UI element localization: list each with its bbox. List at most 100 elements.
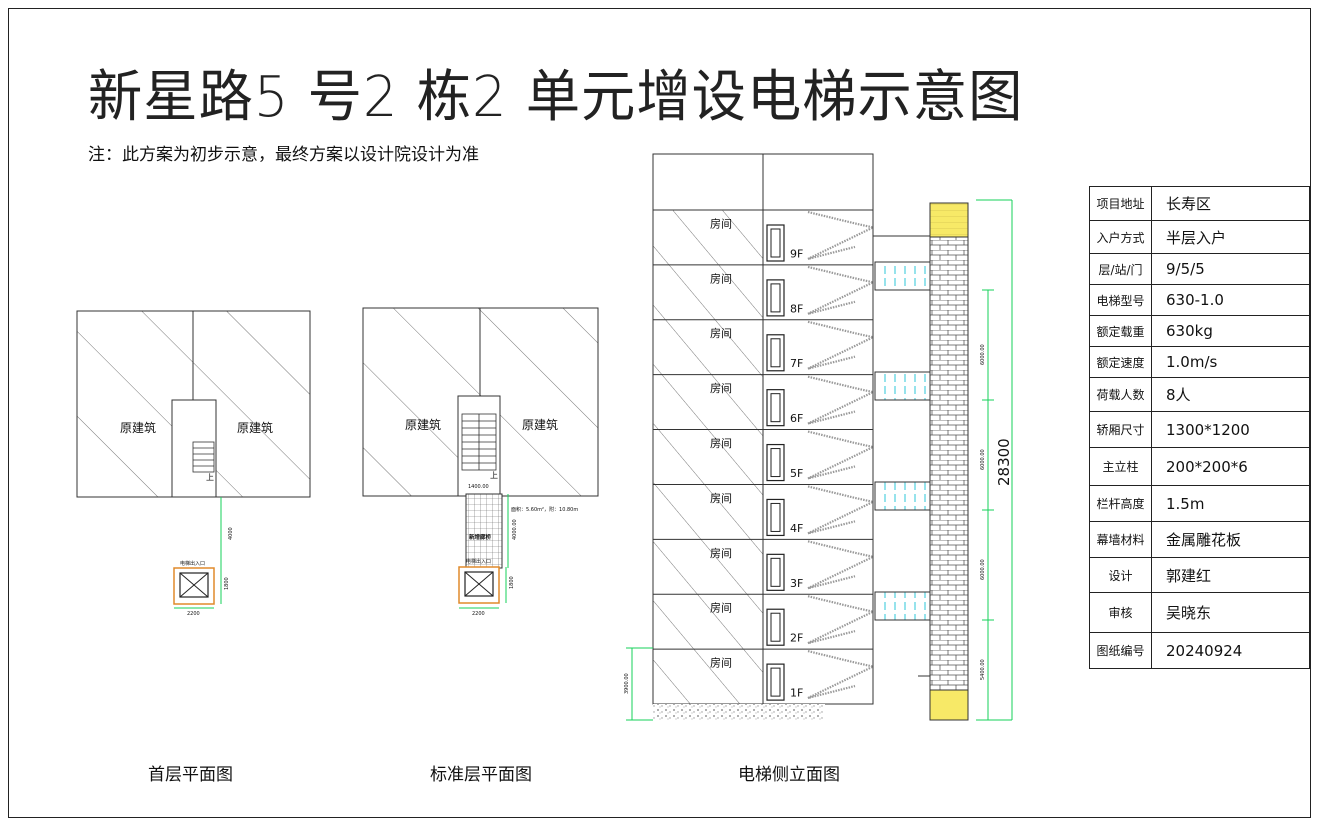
caption-standard-plan: 标准层平面图 bbox=[430, 765, 532, 785]
drawing-note: 注：此方案为初步示意，最终方案以设计院设计为准 bbox=[88, 145, 479, 165]
floor-label: 8F bbox=[790, 302, 803, 315]
elevation-dim-seg1: 6000.00 bbox=[980, 344, 986, 365]
spec-row: 幕墙材料金属雕花板 bbox=[1089, 521, 1310, 558]
stair-flight bbox=[807, 265, 877, 315]
room-label: 房间 bbox=[710, 272, 732, 285]
ground-left-label: 原建筑 bbox=[120, 420, 156, 435]
floor-label: 3F bbox=[790, 577, 803, 590]
ground-floor-plan: 上 原建筑 原建筑 4000 电梯出入口 1800 2200 bbox=[76, 310, 311, 617]
elevation-ground bbox=[653, 704, 825, 720]
spec-key: 栏杆高度 bbox=[1089, 485, 1152, 522]
spec-key: 项目地址 bbox=[1089, 186, 1152, 221]
room-label: 房间 bbox=[710, 602, 732, 615]
spec-value: 金属雕花板 bbox=[1151, 521, 1310, 558]
standard-right-label: 原建筑 bbox=[522, 417, 558, 432]
standard-stair-up-label: 上 bbox=[490, 471, 498, 480]
spec-value: 9/5/5 bbox=[1151, 253, 1310, 285]
ground-right-label: 原建筑 bbox=[237, 420, 273, 435]
floor-window-inner bbox=[770, 667, 781, 697]
spec-row: 项目地址长寿区 bbox=[1089, 186, 1310, 221]
floor-window-inner bbox=[770, 283, 781, 313]
elevation-shaft bbox=[929, 236, 969, 691]
spec-value: 630-1.0 bbox=[1151, 284, 1310, 316]
spec-key: 额定速度 bbox=[1089, 346, 1152, 378]
floor-label: 6F bbox=[790, 412, 803, 425]
spec-value: 吴晓东 bbox=[1151, 592, 1310, 633]
drawing-title: 新星路5 号2 栋2 单元增设电梯示意图 bbox=[88, 65, 1024, 130]
spec-row: 设计郭建红 bbox=[1089, 557, 1310, 593]
floor-window-inner bbox=[770, 557, 781, 587]
room-label: 房间 bbox=[710, 382, 732, 395]
floor-window-inner bbox=[770, 448, 781, 478]
spec-value: 1.0m/s bbox=[1151, 346, 1310, 378]
ground-dim-length: 4000 bbox=[228, 527, 234, 540]
spec-value: 长寿区 bbox=[1151, 186, 1310, 221]
spec-value: 1300*1200 bbox=[1151, 411, 1310, 448]
spec-key: 额定载重 bbox=[1089, 315, 1152, 347]
spec-key: 图纸编号 bbox=[1089, 632, 1152, 669]
floor-window-inner bbox=[770, 228, 781, 258]
spec-row: 审核吴晓东 bbox=[1089, 592, 1310, 633]
ground-stair-icon bbox=[192, 441, 215, 473]
elevation-bridge-4 bbox=[874, 591, 931, 621]
floor-label: 4F bbox=[790, 522, 803, 535]
standard-corridor-width: 1400.00 bbox=[468, 484, 489, 490]
spec-key: 设计 bbox=[1089, 557, 1152, 593]
floor-window-inner bbox=[770, 502, 781, 532]
room-label: 房间 bbox=[710, 657, 732, 670]
elevation-bridge-3 bbox=[874, 481, 931, 511]
spec-value: 8人 bbox=[1151, 377, 1310, 412]
caption-ground-plan: 首层平面图 bbox=[148, 765, 233, 785]
spec-key: 审核 bbox=[1089, 592, 1152, 633]
spec-value: 200*200*6 bbox=[1151, 447, 1310, 486]
ground-entry-label: 电梯出入口 bbox=[180, 560, 205, 567]
stair-flight bbox=[807, 485, 877, 535]
spec-key: 入户方式 bbox=[1089, 220, 1152, 254]
room-label: 房间 bbox=[710, 327, 732, 340]
spec-row: 入户方式半层入户 bbox=[1089, 220, 1310, 254]
spec-key: 主立柱 bbox=[1089, 447, 1152, 486]
elevation-dim-left: 3900.00 bbox=[624, 673, 630, 694]
spec-key: 层/站/门 bbox=[1089, 253, 1152, 285]
standard-area-note: 面积：5.60m²，附：10.80m bbox=[511, 506, 578, 513]
elevation-bridge-1 bbox=[874, 261, 931, 291]
stair-flight bbox=[807, 320, 877, 370]
floor-label: 9F bbox=[790, 247, 803, 260]
spec-key: 荷载人数 bbox=[1089, 377, 1152, 412]
stair-flight bbox=[807, 375, 877, 425]
standard-dim-width: 2200 bbox=[472, 611, 485, 617]
spec-key: 轿厢尺寸 bbox=[1089, 411, 1152, 448]
standard-stair-icon bbox=[461, 413, 497, 471]
ground-dim-side: 1800 bbox=[224, 577, 230, 590]
floor-label: 5F bbox=[790, 467, 803, 480]
stair-flight bbox=[807, 210, 877, 260]
floor-window-inner bbox=[770, 612, 781, 642]
spec-key: 电梯型号 bbox=[1089, 284, 1152, 316]
ground-elevator-car bbox=[173, 567, 215, 605]
standard-corridor-bridge bbox=[465, 493, 503, 569]
stair-flight bbox=[807, 540, 877, 590]
drawing-frame bbox=[8, 8, 1311, 818]
spec-value: 半层入户 bbox=[1151, 220, 1310, 254]
elevation-total-height: 28300 bbox=[995, 438, 1013, 486]
floor-label: 7F bbox=[790, 357, 803, 370]
caption-elevation: 电梯侧立面图 bbox=[738, 765, 840, 785]
standard-entry-label: 电梯出入口 bbox=[466, 558, 491, 565]
floor-window-inner bbox=[770, 338, 781, 368]
stair-flight bbox=[807, 430, 877, 480]
spec-value: 1.5m bbox=[1151, 485, 1310, 522]
standard-dim-length: 4000.00 bbox=[512, 519, 518, 540]
floor-label: 1F bbox=[790, 687, 803, 700]
elevation-dim-seg2: 6000.00 bbox=[980, 449, 986, 470]
